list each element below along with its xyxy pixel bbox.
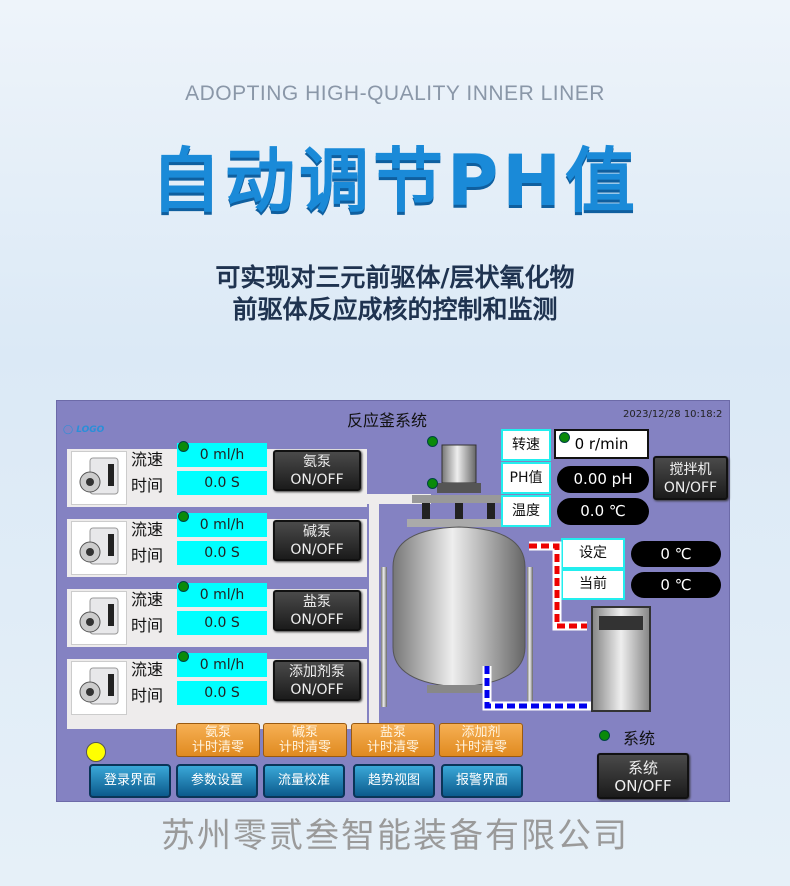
motor-status-dot	[427, 436, 438, 447]
watermark: 苏州零贰叁智能装备有限公司	[161, 816, 629, 856]
heating-loop-lines	[482, 541, 597, 711]
time-label: 时间	[131, 476, 164, 495]
time-label: 时间	[131, 686, 164, 705]
logo-text: LOGO	[76, 425, 105, 435]
speed-status-dot	[559, 432, 570, 443]
pump-status-dot	[178, 581, 189, 592]
pump-onoff-button[interactable]: 盐泵 ON/OFF	[273, 590, 361, 631]
peristaltic-pump-icon	[71, 521, 127, 575]
system-status-dot	[599, 730, 610, 741]
set-temp-value: 0 ℃	[631, 541, 721, 567]
speed-label: 转速	[501, 429, 551, 461]
current-temp-value: 0 ℃	[631, 572, 721, 598]
set-label: 设定	[561, 538, 625, 569]
pump-name: 碱泵	[303, 524, 331, 540]
flow-label: 流速	[131, 520, 164, 539]
pump-status-dot	[178, 511, 189, 522]
peristaltic-pump-icon	[71, 661, 127, 715]
stirrer-status-dot	[427, 478, 438, 489]
pump-onoff-label: ON/OFF	[290, 682, 344, 698]
reset-target: 添加剂	[461, 725, 501, 740]
flow-value: 0 ml/h	[177, 513, 267, 537]
hmi-title: 反应釜系统	[347, 411, 428, 430]
pump-name: 盐泵	[303, 594, 331, 610]
time-label: 时间	[131, 546, 164, 565]
timer-reset-button[interactable]: 盐泵计时清零	[351, 723, 435, 757]
eyebrow-text: ADOPTING HIGH-QUALITY INNER LINER	[185, 82, 605, 105]
temp-label: 温度	[501, 495, 551, 527]
time-value: 0.0 S	[177, 681, 267, 705]
reset-action: 计时清零	[278, 740, 331, 755]
system-onoff-label: ON/OFF	[614, 777, 672, 795]
time-value: 0.0 S	[177, 541, 267, 565]
flow-value: 0 ml/h	[177, 583, 267, 607]
mixer-onoff-button[interactable]: 搅拌机 ON/OFF	[653, 456, 728, 500]
reset-action: 计时清零	[366, 740, 419, 755]
time-label: 时间	[131, 616, 164, 635]
company-logo: ◯ LOGO	[63, 425, 105, 435]
timer-reset-button[interactable]: 碱泵计时清零	[263, 723, 347, 757]
nav-button[interactable]: 参数设置	[176, 764, 258, 798]
pump-name: 添加剂泵	[289, 664, 345, 680]
peristaltic-pump-icon	[71, 591, 127, 645]
nav-button[interactable]: 趋势视图	[353, 764, 435, 798]
pump-onoff-label: ON/OFF	[290, 542, 344, 558]
reset-action: 计时清零	[191, 740, 244, 755]
reset-target: 碱泵	[291, 725, 318, 740]
temp-value: 0.0 ℃	[557, 498, 649, 525]
nav-button[interactable]: 报警界面	[441, 764, 523, 798]
speed-value: 0 r/min	[554, 429, 649, 459]
pump-onoff-button[interactable]: 添加剂泵 ON/OFF	[273, 660, 361, 701]
mixer-onoff-label: ON/OFF	[663, 480, 718, 496]
subtitle-line-1: 可实现对三元前驱体/层状氧化物	[215, 263, 575, 292]
reset-action: 计时清零	[454, 740, 507, 755]
flow-label: 流速	[131, 450, 164, 469]
ph-label: PH值	[501, 462, 551, 494]
current-label: 当前	[561, 569, 625, 600]
pump-onoff-button[interactable]: 氨泵 ON/OFF	[273, 450, 361, 491]
pipe-vertical	[369, 494, 379, 729]
flow-value: 0 ml/h	[177, 443, 267, 467]
timer-reset-button[interactable]: 添加剂计时清零	[439, 723, 523, 757]
pump-onoff-label: ON/OFF	[290, 612, 344, 628]
time-value: 0.0 S	[177, 611, 267, 635]
flow-value: 0 ml/h	[177, 653, 267, 677]
reset-target: 氨泵	[204, 725, 231, 740]
ph-value: 0.00 pH	[557, 466, 649, 493]
pump-status-dot	[178, 441, 189, 452]
flow-label: 流速	[131, 660, 164, 679]
subtitle-line-2: 前驱体反应成核的控制和监测	[232, 295, 558, 324]
pump-name: 氨泵	[303, 454, 331, 470]
nav-button[interactable]: 登录界面	[89, 764, 171, 798]
timer-reset-button[interactable]: 氨泵计时清零	[176, 723, 260, 757]
reactor-vessel-icon	[381, 444, 533, 707]
peristaltic-pump-icon	[71, 451, 127, 505]
status-lamp	[86, 742, 106, 762]
flow-label: 流速	[131, 590, 164, 609]
headline: 自动调节PH值	[151, 140, 639, 222]
pump-onoff-label: ON/OFF	[290, 472, 344, 488]
hmi-panel: 反应釜系统 2023/12/28 10:18:2 ◯ LOGO 流速 时间 0 …	[56, 400, 730, 802]
datetime: 2023/12/28 10:18:2	[623, 409, 723, 420]
speed-text: 0 r/min	[574, 435, 629, 453]
reset-target: 盐泵	[379, 725, 406, 740]
mixer-label: 搅拌机	[669, 462, 712, 478]
system-button-label: 系统	[627, 759, 658, 777]
pump-onoff-button[interactable]: 碱泵 ON/OFF	[273, 520, 361, 561]
temperature-controller-icon	[591, 606, 651, 712]
pump-status-dot	[178, 651, 189, 662]
time-value: 0.0 S	[177, 471, 267, 495]
nav-button[interactable]: 流量校准	[263, 764, 345, 798]
system-label: 系统	[623, 729, 656, 748]
